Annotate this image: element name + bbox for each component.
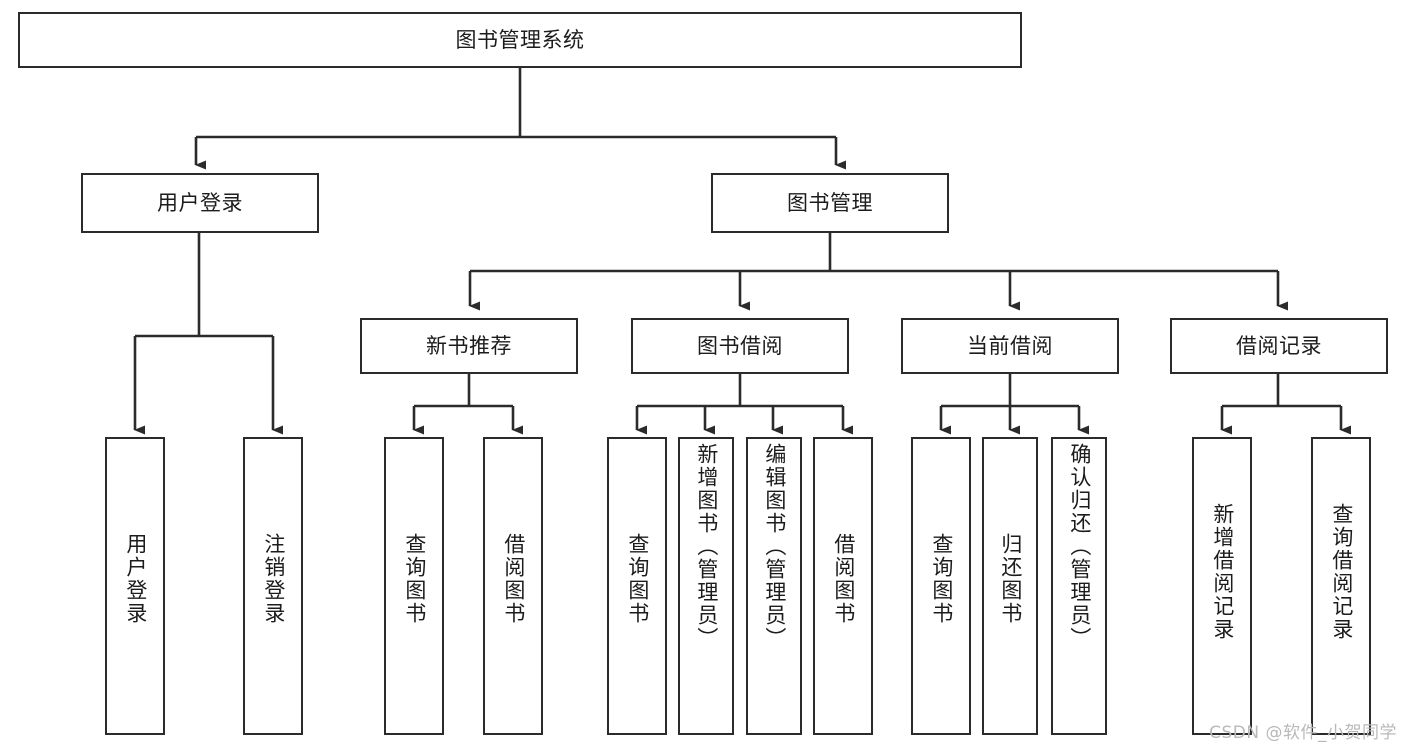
node-book-management[interactable]: 图书管理 (711, 173, 949, 233)
leaf-label: 查询图书 (402, 533, 427, 625)
leaf-label: 新增图书（管理员） (694, 443, 719, 650)
leaf-label: 借阅图书 (831, 533, 856, 625)
leaf-label: 注销登录 (261, 533, 286, 625)
node-root-label: 图书管理系统 (455, 27, 585, 52)
leaf-current-confirm-return[interactable]: 确认归还（管理员） (1051, 437, 1107, 735)
node-new-book-recommend-label: 新书推荐 (426, 333, 512, 358)
leaf-record-query[interactable]: 查询借阅记录 (1311, 437, 1371, 735)
leaf-label: 查询图书 (625, 533, 650, 625)
leaf-label: 编辑图书（管理员） (762, 443, 787, 650)
node-borrow-record[interactable]: 借阅记录 (1170, 318, 1388, 374)
node-current-borrow-label: 当前借阅 (967, 333, 1053, 358)
node-borrow-record-label: 借阅记录 (1236, 333, 1322, 358)
leaf-label: 借阅图书 (501, 533, 526, 625)
leaf-borrow-add-book[interactable]: 新增图书（管理员） (678, 437, 734, 735)
leaf-label: 用户登录 (123, 533, 148, 625)
leaf-current-query-book[interactable]: 查询图书 (911, 437, 971, 735)
leaf-user-login-login[interactable]: 用户登录 (105, 437, 165, 735)
node-book-management-label: 图书管理 (787, 190, 873, 215)
node-root[interactable]: 图书管理系统 (18, 12, 1022, 68)
leaf-new-book-borrow[interactable]: 借阅图书 (483, 437, 543, 735)
leaf-borrow-borrow-book[interactable]: 借阅图书 (813, 437, 873, 735)
leaf-label: 归还图书 (998, 533, 1023, 625)
leaf-borrow-edit-book[interactable]: 编辑图书（管理员） (746, 437, 802, 735)
node-user-login-label: 用户登录 (157, 190, 243, 215)
node-book-borrow[interactable]: 图书借阅 (631, 318, 849, 374)
leaf-new-book-query[interactable]: 查询图书 (384, 437, 444, 735)
csdn-watermark: CSDN @软件_小贺同学 (1209, 723, 1397, 743)
leaf-label: 新增借阅记录 (1210, 503, 1235, 641)
node-book-borrow-label: 图书借阅 (697, 333, 783, 358)
leaf-label: 查询图书 (929, 533, 954, 625)
leaf-label: 确认归还（管理员） (1067, 443, 1092, 650)
leaf-record-add[interactable]: 新增借阅记录 (1192, 437, 1252, 735)
leaf-user-login-logout[interactable]: 注销登录 (243, 437, 303, 735)
node-user-login[interactable]: 用户登录 (81, 173, 319, 233)
node-current-borrow[interactable]: 当前借阅 (901, 318, 1119, 374)
node-new-book-recommend[interactable]: 新书推荐 (360, 318, 578, 374)
leaf-borrow-query-book[interactable]: 查询图书 (607, 437, 667, 735)
leaf-current-return-book[interactable]: 归还图书 (982, 437, 1038, 735)
leaf-label: 查询借阅记录 (1329, 503, 1354, 641)
